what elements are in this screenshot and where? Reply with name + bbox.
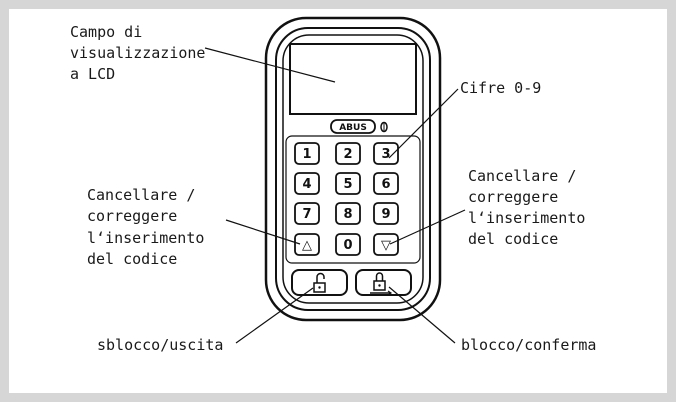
svg-text:0: 0 (343, 238, 352, 253)
brand-text: ABUS (339, 123, 367, 133)
label-clear-left-line2: correggere (87, 207, 177, 225)
unlock-button[interactable] (291, 269, 348, 296)
label-clear-right-line2: correggere (468, 188, 558, 206)
key-7[interactable]: 7 (294, 202, 320, 225)
key-1[interactable]: 1 (294, 142, 320, 165)
key-8[interactable]: 8 (335, 202, 361, 225)
unlock-padlock-icon (313, 272, 326, 293)
svg-text:5: 5 (343, 177, 352, 192)
leader-unlock (235, 287, 314, 344)
triangle-up-icon: △ (302, 238, 312, 253)
label-clear-right-line3: l‘inserimento (468, 209, 585, 227)
leader-digits (388, 88, 459, 159)
brand-badge (330, 119, 376, 134)
triangle-down-icon: ▽ (381, 238, 391, 253)
label-clear-left-line4: del codice (87, 250, 177, 268)
svg-text:4: 4 (302, 177, 311, 192)
keypad-area (285, 135, 421, 264)
key-clear-left[interactable]: △ (294, 233, 320, 256)
status-led (380, 121, 388, 133)
label-clear-right-line4: del codice (468, 230, 558, 248)
leader-clear-left (225, 219, 301, 245)
leader-display (204, 47, 336, 83)
svg-text:2: 2 (343, 147, 352, 162)
lock-button[interactable] (355, 269, 412, 296)
key-2[interactable]: 2 (335, 142, 361, 165)
svg-text:9: 9 (381, 207, 390, 222)
label-lock: blocco/conferma (461, 336, 596, 354)
key-0[interactable]: 0 (335, 233, 361, 256)
label-clear-left-line3: l‘inserimento (87, 229, 204, 247)
key-3[interactable]: 3 (373, 142, 399, 165)
key-4[interactable]: 4 (294, 172, 320, 195)
label-unlock: sblocco/uscita (97, 336, 223, 354)
key-9[interactable]: 9 (373, 202, 399, 225)
label-digits: Cifre 0-9 (460, 79, 541, 97)
key-clear-right[interactable]: ▽ (373, 233, 399, 256)
label-display-line3: a LCD (70, 65, 115, 83)
device-face (282, 34, 424, 304)
leader-lock (388, 286, 456, 344)
lcd-display (289, 43, 417, 115)
svg-text:6: 6 (381, 177, 390, 192)
leader-clear-right (389, 209, 466, 245)
lock-padlock-icon (370, 272, 393, 296)
label-clear-right-line1: Cancellare / (468, 167, 576, 185)
svg-text:7: 7 (302, 207, 311, 222)
svg-text:8: 8 (343, 207, 352, 222)
key-5[interactable]: 5 (335, 172, 361, 195)
label-display-line2: visualizzazione (70, 44, 205, 62)
key-6[interactable]: 6 (373, 172, 399, 195)
svg-text:1: 1 (302, 147, 311, 162)
svg-text:3: 3 (381, 147, 390, 162)
label-clear-left-line1: Cancellare / (87, 186, 195, 204)
label-display-line1: Campo di (70, 23, 142, 41)
